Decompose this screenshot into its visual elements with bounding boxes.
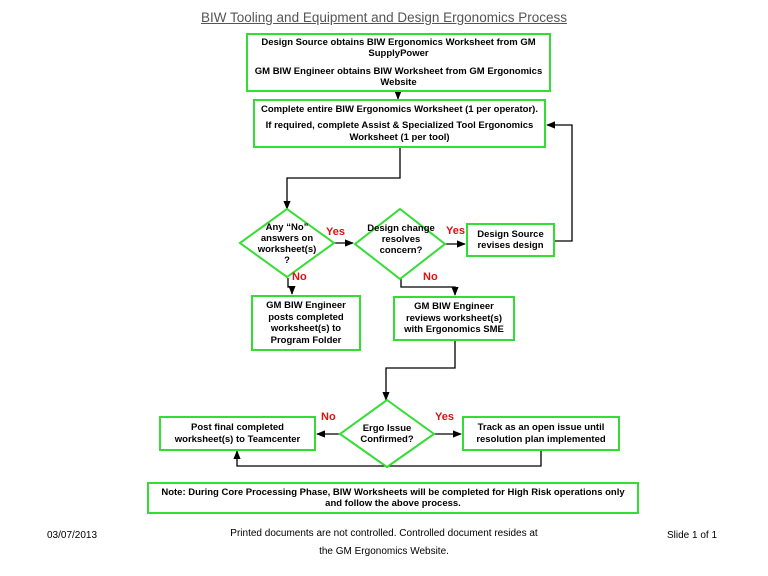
post-final-box: Post final completed worksheet(s) to Tea… — [159, 416, 316, 451]
arrow-review-to-ergo — [382, 341, 456, 401]
complete-worksheet-line2: If required, complete Assist & Specializ… — [265, 120, 534, 143]
ergo-no-label: No — [321, 411, 336, 423]
decision-any-no-label: Any “No” answers on worksheet(s) ? — [257, 222, 317, 266]
design-source-box: Design Source obtains BIW Ergonomics Wor… — [246, 33, 551, 92]
footer-notice-line1: Printed documents are not controlled. Co… — [230, 528, 538, 539]
any-no-no-label: No — [292, 271, 307, 283]
complete-worksheet-box: Complete entire BIW Ergonomics Worksheet… — [253, 99, 546, 148]
track-issue-text: Track as an open issue until resolution … — [476, 422, 606, 445]
design-change-yes-label: Yes — [446, 225, 465, 237]
reviews-worksheet-text: GM BIW Engineer reviews worksheet(s) wit… — [404, 301, 504, 336]
ergo-yes-label: Yes — [435, 411, 454, 423]
revises-design-box: Design Source revises design — [466, 223, 555, 257]
any-no-yes-label: Yes — [326, 226, 345, 238]
footer-notice-line2: the GM Ergonomics Website. — [319, 546, 449, 557]
footer-slide-number: Slide 1 of 1 — [667, 530, 718, 541]
footer-date: 03/07/2013 — [47, 530, 98, 541]
design-source-line1: Design Source obtains BIW Ergonomics Wor… — [261, 36, 536, 60]
posts-completed-box: GM BIW Engineer posts completed workshee… — [251, 295, 361, 351]
decision-design-change-diamond — [353, 207, 447, 281]
complete-worksheet-line1: Complete entire BIW Ergonomics Worksheet… — [261, 103, 538, 115]
decision-any-no-diamond — [238, 207, 336, 279]
arrow-complete-to-any-no — [283, 148, 401, 210]
post-final-text: Post final completed worksheet(s) to Tea… — [174, 422, 301, 445]
design-source-line2: GM BIW Engineer obtains BIW Worksheet fr… — [254, 65, 543, 89]
page-title: BIW Tooling and Equipment and Design Erg… — [201, 10, 567, 25]
posts-completed-text: GM BIW Engineer posts completed workshee… — [266, 300, 346, 346]
arrow-revises-loop — [546, 121, 573, 242]
revises-design-text: Design Source revises design — [477, 228, 544, 252]
decision-design-change-label: Design change resolves concern? — [367, 223, 435, 256]
track-issue-box: Track as an open issue until resolution … — [462, 416, 620, 451]
decision-ergo-issue-diamond — [338, 398, 436, 469]
decision-ergo-issue-label: Ergo Issue Confirmed? — [360, 423, 414, 445]
arrow-design-change-no — [400, 279, 459, 296]
note-text: Note: During Core Processing Phase, BIW … — [161, 486, 625, 510]
footer-notice: Printed documents are not controlled. Co… — [224, 525, 544, 561]
note-box: Note: During Core Processing Phase, BIW … — [147, 482, 639, 514]
reviews-worksheet-box: GM BIW Engineer reviews worksheet(s) wit… — [393, 296, 515, 341]
design-change-no-label: No — [423, 271, 438, 283]
arrow-any-no-no — [287, 278, 296, 295]
